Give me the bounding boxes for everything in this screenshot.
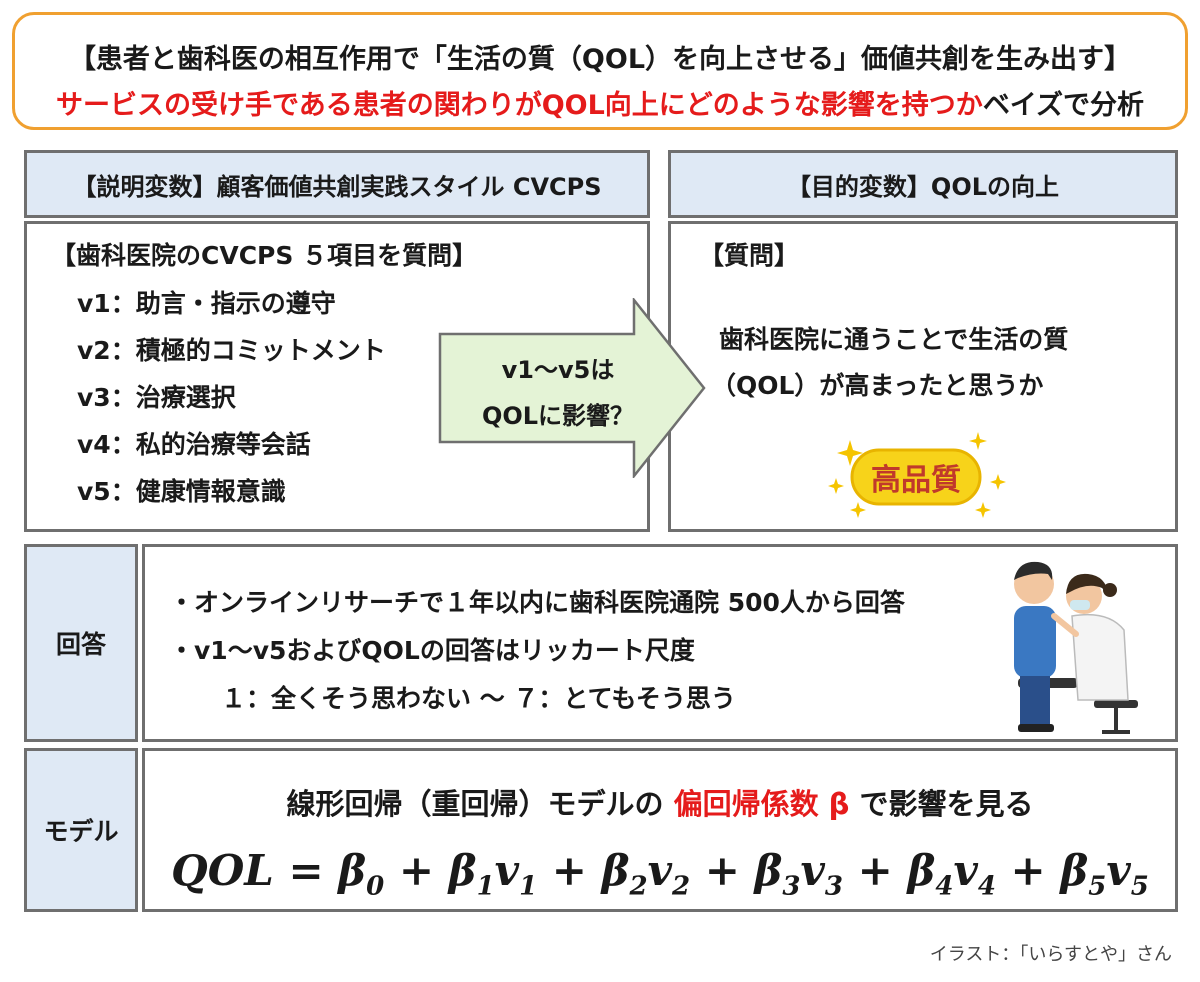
model-box: 線形回帰（重回帰）モデルの 偏回帰係数 β で影響を見る QOL = β0 + … [142,748,1178,912]
title-line1: 【患者と歯科医の相互作用で「生活の質（QOL）を向上させる」価値共創を生み出す】 [68,44,1132,75]
explanatory-header: 【説明変数】顧客価値共創実践スタイル CVCPS [24,150,650,218]
quality-badge-text: 高品質 [871,463,961,498]
quality-badge-illustration: 高品質 [828,430,1008,522]
objective-question-line1: 歯科医院に通うことで生活の質 [719,325,1069,354]
sparkle-icon [828,432,1006,518]
model-label: モデル [24,748,138,912]
model-text-after: で影響を見る [849,787,1034,821]
title-box: 【患者と歯科医の相互作用で「生活の質（QOL）を向上させる」価値共創を生み出す】… [12,12,1188,130]
model-description: 線形回帰（重回帰）モデルの 偏回帰係数 β で影響を見る [145,781,1175,823]
dentist-patient-illustration [998,550,1158,736]
variable-item-v1: v1：助言・指示の遵守 [77,289,336,318]
objective-header: 【目的変数】QOLの向上 [668,150,1178,218]
model-text-red: 偏回帰係数 β [673,787,850,821]
answer-label: 回答 [24,544,138,742]
answer-line1: ・オンラインリサーチで１年以内に歯科医院通院 500人から回答 [169,588,905,617]
arrow-text-line1: v1〜v5は [501,356,615,384]
right-arrow-icon [438,296,706,480]
variable-item-v3: v3：治療選択 [77,383,236,412]
title-line2-red: サービスの受け手である患者の関わりがQOL向上にどのような影響を持つか [55,90,983,121]
variable-item-v4: v4：私的治療等会話 [77,430,311,459]
objective-question-line2: （QOL）が高まったと思うか [711,371,1044,400]
illustration-credit: イラスト：「いらすとや」さん [929,944,1172,965]
explanatory-subtitle: 【歯科医院のCVCPS ５項目を質問】 [51,241,478,270]
model-text-before: 線形回帰（重回帰）モデルの [286,787,674,821]
answer-line2: ・v1〜v5およびQOLの回答はリッカート尺度 [169,636,695,665]
objective-subtitle: 【質問】 [699,241,800,270]
answer-line3: １：全くそう思わない 〜 ７：とてもそう思う [221,684,736,713]
answer-box: ・オンラインリサーチで１年以内に歯科医院通院 500人から回答 ・v1〜v5およ… [142,544,1178,742]
variable-item-v5: v5：健康情報意識 [77,477,286,506]
title-line2-black: ベイズで分析 [982,90,1145,121]
regression-formula: QOL = β0 + β1v1 + β2v2 + β3v3 + β4v4 + β… [171,846,1149,902]
variable-item-v2: v2：積極的コミットメント [77,336,386,365]
arrow-text-line2: QOLに影響？ [481,402,635,430]
title-line2: サービスの受け手である患者の関わりがQOL向上にどのような影響を持つかベイズで分… [15,83,1185,122]
influence-arrow: v1〜v5は QOLに影響？ [438,296,708,480]
formula-lhs: QOL [171,846,274,895]
dentist-icon [1014,561,1138,734]
